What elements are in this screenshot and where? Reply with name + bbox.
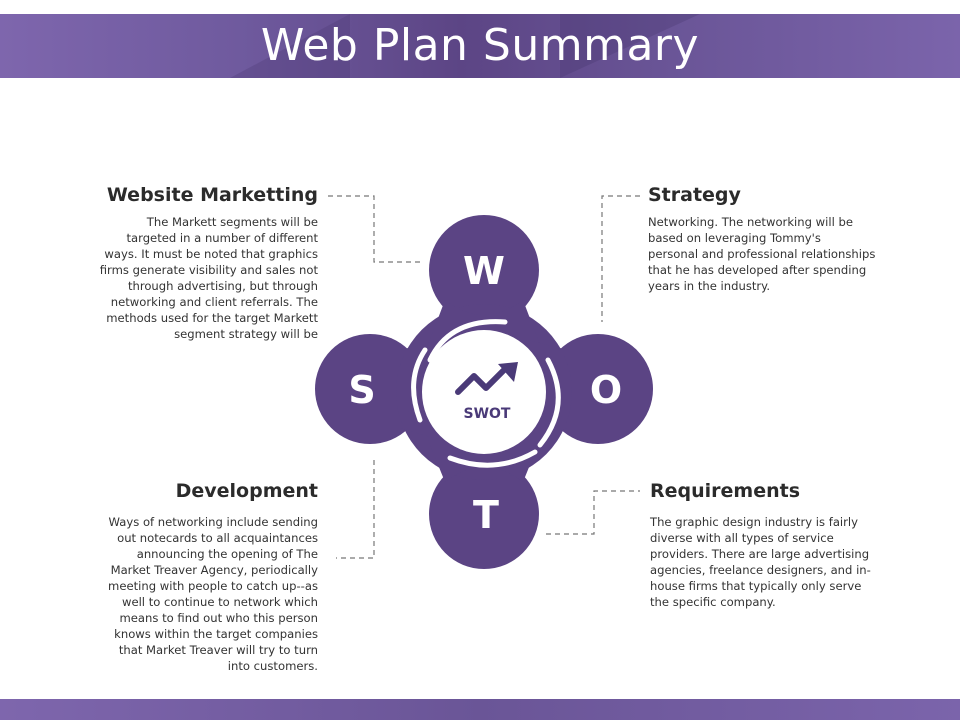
header-banner: Web Plan Summary (0, 14, 960, 78)
petal-joint (428, 440, 540, 482)
text-line: methods used for the target Markett (106, 311, 318, 325)
text-line: knows within the target companies (114, 627, 318, 641)
text-line: Ways of networking include sending (108, 515, 318, 529)
petal-s (315, 334, 425, 444)
swirl (411, 319, 561, 468)
page-title: Web Plan Summary (260, 20, 700, 71)
text-strategy: Networking. The networking will be based… (648, 214, 918, 294)
text-line: Networking. The networking will be (648, 215, 853, 229)
text-line: that Market Treaver will try to turn (118, 643, 318, 657)
text-line: networking and client referrals. The (110, 295, 318, 309)
text-line: diverse with all types of service (650, 531, 834, 545)
letter-t: T (473, 493, 499, 537)
text-line: Market Treaver Agency, periodically (110, 563, 318, 577)
center-circle (422, 330, 546, 454)
text-development: Ways of networking include sending out n… (60, 514, 318, 674)
heading-website-marketting: Website Marketting (106, 184, 318, 206)
swot-label: SWOT (464, 406, 511, 422)
connector-development (336, 460, 375, 559)
text-line: well to continue to network which (121, 595, 318, 609)
header-facet (560, 14, 700, 78)
text-line: that he has developed after spending (648, 263, 867, 277)
heading-requirements: Requirements (650, 480, 801, 502)
text-line: The graphic design industry is fairly (650, 515, 858, 529)
heading-development: Development (175, 480, 318, 502)
text-line: ways. It must be noted that graphics (104, 247, 318, 261)
heading-strategy: Strategy (648, 184, 741, 206)
text-line: house firms that typically only serve (650, 579, 862, 593)
text-line: out notecards to all acquaintances (117, 531, 318, 545)
petal-t (429, 459, 539, 569)
footer-bar (0, 699, 960, 720)
text-line: meeting with people to catch up--as (108, 579, 318, 593)
text-website-marketting: The Markett segments will be targeted in… (60, 214, 318, 342)
petal-o (543, 334, 653, 444)
text-line: targeted in a number of different (126, 231, 318, 245)
text-line: segment strategy will be (174, 327, 318, 341)
text-line: the specific company. (650, 595, 776, 609)
text-line: agencies, freelance designers, and in- (650, 563, 871, 577)
connector-lines (328, 195, 640, 559)
text-line: personal and professional relationships (648, 247, 876, 261)
petal-w (429, 215, 539, 325)
text-line: years in the industry. (648, 279, 771, 293)
connector-website (328, 195, 420, 263)
text-line: into customers. (227, 659, 318, 673)
text-requirements: The graphic design industry is fairly di… (650, 514, 920, 610)
connector-strategy (601, 195, 640, 322)
text-line: firms generate visibility and sales not (99, 263, 318, 277)
text-line: means to find out who this person (119, 611, 319, 625)
text-line: providers. There are large advertising (650, 547, 870, 561)
text-line: The Markett segments will be (146, 215, 318, 229)
letter-w: W (463, 249, 505, 293)
letter-o: O (590, 368, 622, 412)
text-line: through advertising, but through (127, 279, 318, 293)
connector-requirements (546, 490, 640, 535)
text-line: announcing the opening of The (136, 547, 318, 561)
header-facet (230, 14, 350, 78)
letter-s: S (348, 368, 375, 412)
text-line: based on leveraging Tommy's (648, 231, 821, 245)
trending-arrow-icon (455, 362, 518, 395)
